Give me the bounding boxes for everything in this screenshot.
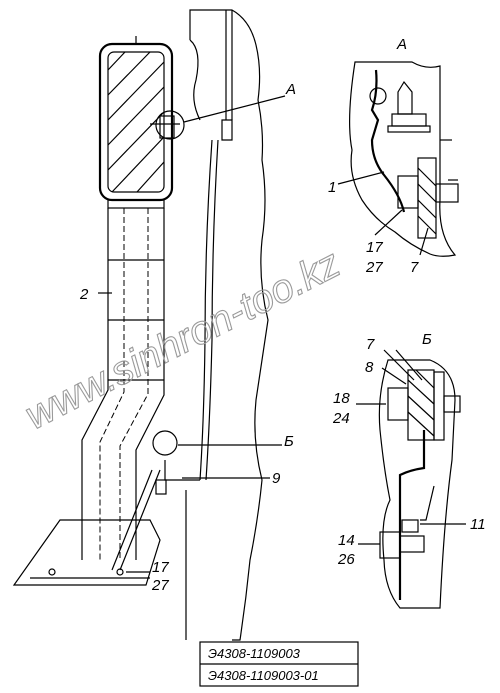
view-b-title: Б (422, 331, 432, 348)
detail-b (356, 349, 466, 609)
callout-7-b: 7 (366, 336, 375, 353)
callout-17-a: 17 (366, 239, 383, 256)
callout-7-a: 7 (410, 259, 419, 276)
view-a-title: А (396, 36, 407, 53)
callout-8: 8 (365, 359, 374, 376)
callout-27-main: 27 (151, 577, 169, 594)
callout-view-a: А (285, 81, 296, 98)
callout-18: 18 (333, 390, 350, 407)
callout-24: 24 (332, 410, 350, 427)
labels: А Б 2 9 17 27 А 1 17 27 7 Б 7 8 18 24 11… (79, 36, 486, 594)
part-number-2: Э4308-1109003-01 (208, 668, 319, 683)
callout-2: 2 (79, 286, 89, 303)
callout-1: 1 (328, 179, 336, 196)
callout-26: 26 (337, 551, 355, 568)
intake-pipe (12, 208, 165, 586)
callout-11: 11 (470, 516, 486, 533)
callout-27-a: 27 (365, 259, 383, 276)
callout-view-b: Б (284, 433, 294, 450)
cab-wall (185, 9, 269, 641)
leader-lines (98, 95, 286, 573)
bracket-bottom (111, 430, 200, 571)
air-intake-head (98, 36, 174, 209)
callout-14: 14 (338, 532, 355, 549)
callout-9: 9 (272, 470, 281, 487)
callout-17-main: 17 (152, 559, 169, 576)
bracket-top (150, 110, 185, 140)
detail-a (337, 61, 459, 257)
part-number-table: Э4308-1109003 Э4308-1109003-01 (199, 641, 359, 687)
part-number-1: Э4308-1109003 (208, 646, 301, 661)
watermark: www.sinhron-too.kz (18, 241, 347, 438)
